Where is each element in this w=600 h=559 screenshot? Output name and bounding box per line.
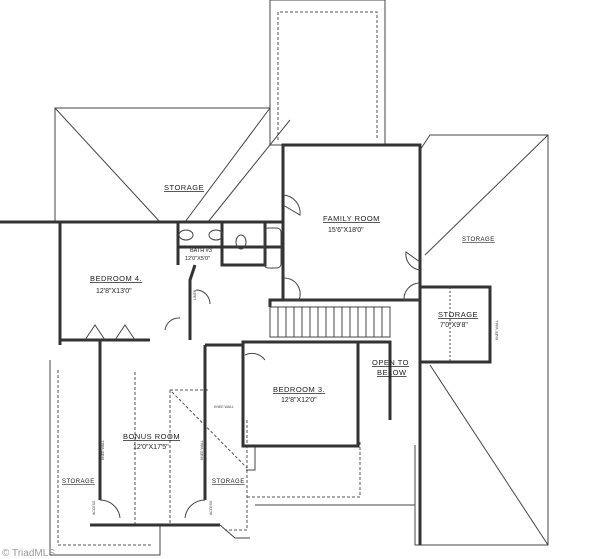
knee-wall-note: KNEE WALL: [214, 405, 234, 409]
bedroom4-dim: 12'8"X13'0": [96, 288, 132, 295]
linen-note: LINEN: [193, 289, 197, 300]
watermark: © TriadMLS: [2, 548, 55, 559]
sink-icon: [208, 229, 224, 241]
door-swing: [164, 317, 181, 331]
door-swing: [99, 499, 121, 519]
door-swing: [403, 282, 421, 301]
storage-small-dim: 7'0"X9'8": [440, 322, 468, 329]
bedroom4-label: BEDROOM 4.: [90, 274, 142, 283]
family-room-dim: 15'6"X18'0": [328, 227, 364, 234]
door-swing: [184, 499, 206, 519]
doors: [84, 194, 421, 519]
roof-lines: [49, 0, 549, 556]
bathtub-icon: [263, 227, 282, 269]
bonus-room-dim: 12'0"X17'5": [133, 444, 169, 451]
access-note: ACCESS: [92, 500, 96, 515]
knee-wall-note: KNEE WALL: [495, 320, 499, 340]
open-to-label: OPEN TO: [372, 358, 409, 367]
sink-icon: [178, 229, 194, 241]
bedroom3-label: BEDROOM 3.: [273, 385, 325, 394]
storage-top-label: STORAGE: [164, 183, 204, 192]
knee-wall-note: KNEE WALL: [200, 440, 204, 460]
knee-wall-note: KNEE WALL: [101, 440, 105, 460]
bonus-room-label: BONUS ROOM: [123, 432, 180, 441]
toilet-icon: [235, 234, 247, 250]
below-label: BELOW: [377, 368, 407, 377]
walls: [0, 143, 492, 545]
stairs: [269, 306, 391, 338]
storage-small-label: STORAGE: [438, 310, 478, 319]
bath-fixtures: [178, 227, 282, 269]
door-swing: [282, 277, 301, 301]
door-swing: [195, 289, 211, 305]
storage-bl-label: STORAGE: [62, 479, 95, 485]
bedroom3-dim: 12'8"X12'0": [281, 397, 317, 404]
family-room-label: FAMILY ROOM: [323, 214, 380, 223]
storage-bm-label: STORAGE: [212, 479, 245, 485]
door-swing: [244, 352, 266, 361]
storage-right-label: STORAGE: [462, 237, 495, 243]
closet-doors: [84, 324, 136, 341]
bath-dim: 12'0"X5'0": [185, 256, 210, 262]
bath-label: BATH #3: [190, 248, 212, 254]
door-swing: [282, 194, 301, 216]
access-note: ACCESS: [209, 500, 213, 515]
door-swing: [405, 251, 421, 271]
